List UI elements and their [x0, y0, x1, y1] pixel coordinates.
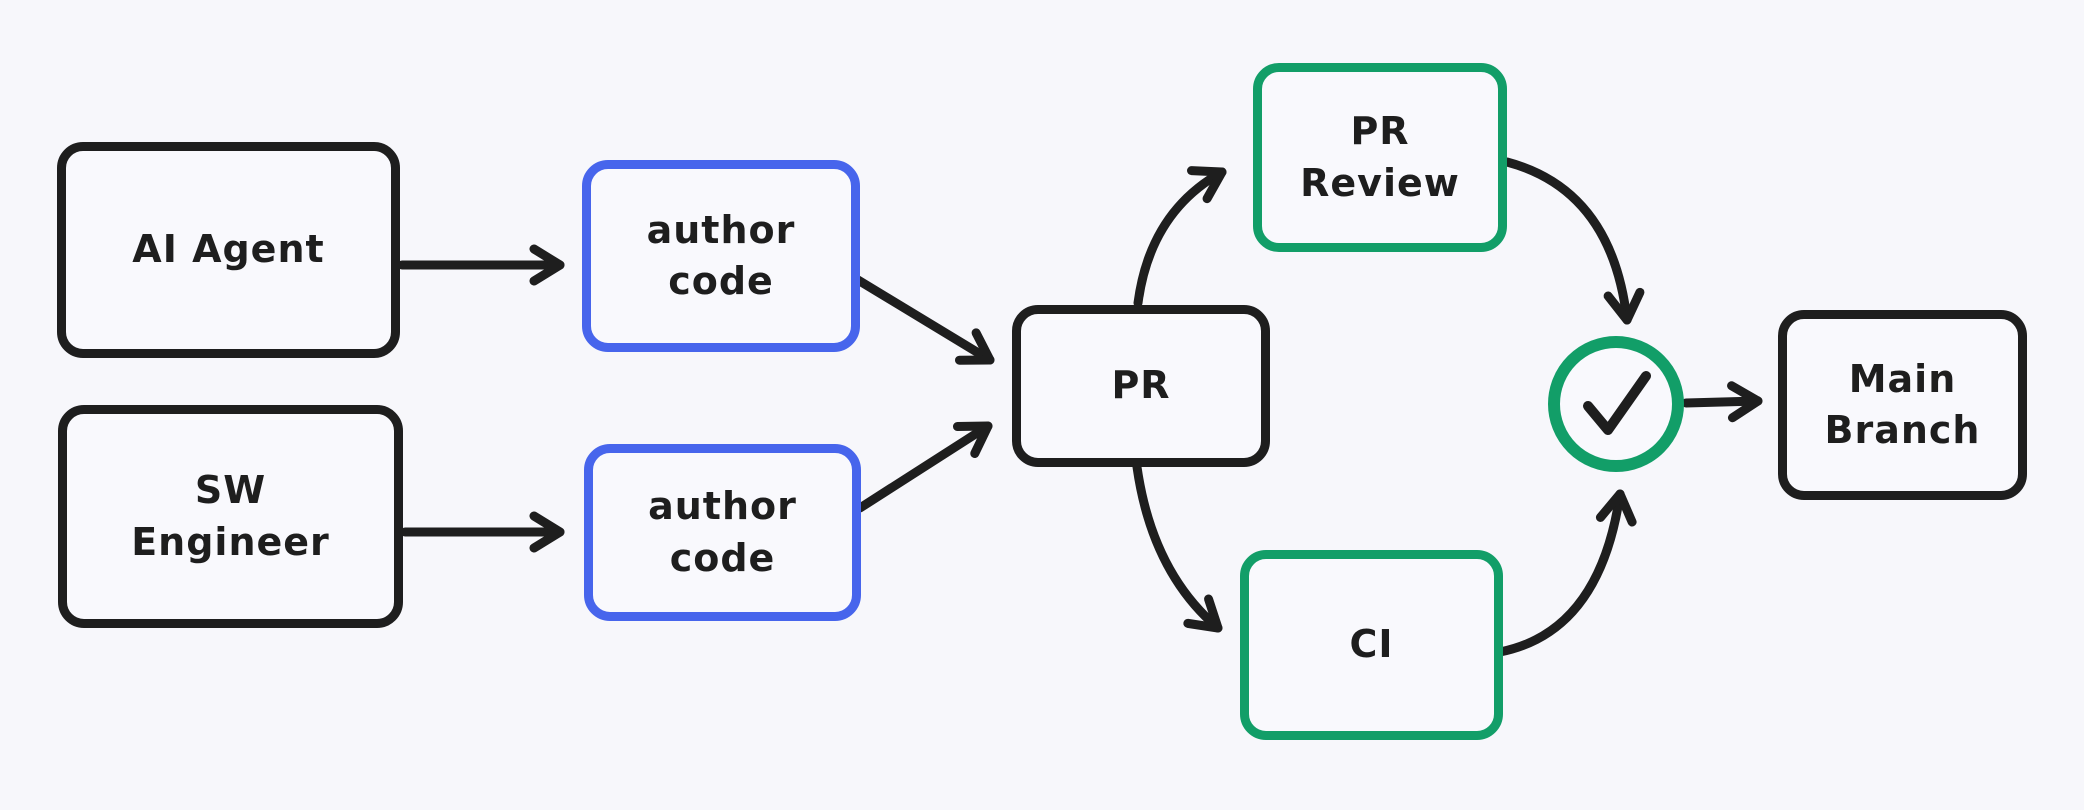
node-author-code-bottom-label: author code — [648, 484, 797, 580]
node-sw-engineer: SW Engineer — [58, 405, 403, 628]
node-ai-agent: AI Agent — [57, 142, 400, 358]
node-pr-review-label: PR Review — [1300, 109, 1460, 205]
edge-author-code-bottom-to-pr — [855, 421, 993, 513]
node-main-branch: Main Branch — [1778, 310, 2027, 500]
node-author-code-bottom: author code — [584, 444, 861, 621]
node-author-code-top-label: author code — [646, 207, 796, 303]
checkmark-icon — [1583, 371, 1651, 435]
node-ai-agent-label: AI Agent — [132, 227, 325, 272]
node-pr: PR — [1012, 305, 1270, 467]
node-pr-label: PR — [1111, 363, 1171, 408]
edge-check-to-main-branch — [1681, 381, 1763, 423]
node-sw-engineer-label: SW Engineer — [131, 468, 330, 564]
edge-ci-to-check — [1495, 489, 1637, 657]
node-author-code-top: author code — [582, 160, 860, 352]
node-pr-review: PR Review — [1253, 63, 1507, 252]
edge-pr-to-pr-review — [1133, 166, 1227, 308]
edge-author-code-top-to-pr — [853, 275, 995, 365]
approval-check-node — [1548, 336, 1684, 472]
edge-pr-to-ci — [1132, 462, 1223, 633]
edge-pr-review-to-check — [1502, 157, 1645, 325]
node-main-branch-label: Main Branch — [1824, 356, 1981, 452]
node-ci: CI — [1240, 550, 1503, 740]
node-ci-label: CI — [1349, 622, 1394, 667]
